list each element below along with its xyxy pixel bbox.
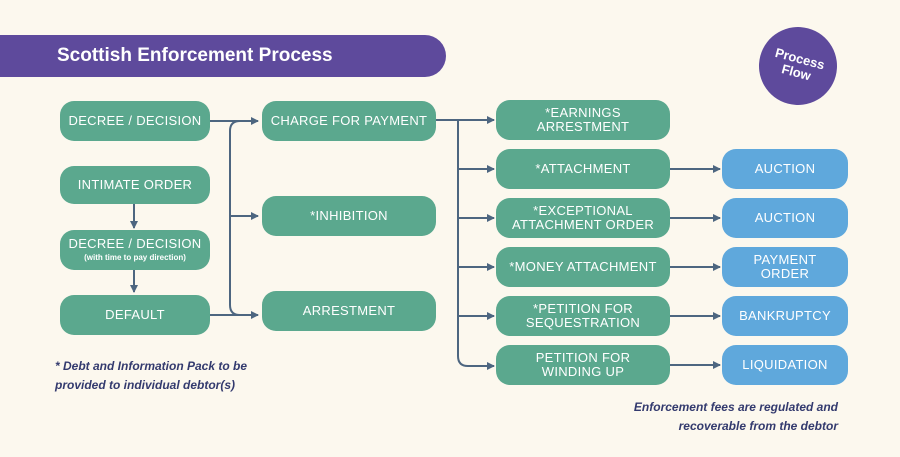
page-title: Scottish Enforcement Process [0, 35, 446, 77]
earnings-arrestment-box: *EARNINGS ARRESTMENT [496, 100, 670, 140]
fees-note-line-1: Enforcement fees are regulated and [633, 400, 838, 414]
charge-for-payment-box: CHARGE FOR PAYMENT [262, 101, 436, 141]
sequestration-line-2: SEQUESTRATION [525, 315, 641, 330]
attachment-box: *ATTACHMENT [496, 149, 670, 189]
decree-decision-time-label: DECREE / DECISION [68, 235, 202, 251]
bankruptcy-box: BANKRUPTCY [722, 296, 848, 336]
decree-decision-label: DECREE / DECISION [68, 112, 202, 128]
default-box: DEFAULT [60, 295, 210, 335]
decree-decision-time-box: DECREE / DECISION (with time to pay dire… [60, 230, 210, 270]
decree-decision-box: DECREE / DECISION [60, 101, 210, 141]
auction-box-2: AUCTION [722, 198, 848, 238]
auction-label-2: AUCTION [754, 209, 816, 225]
earnings-line-2: ARRESTMENT [536, 119, 630, 134]
money-attachment-label: *MONEY ATTACHMENT [509, 258, 657, 274]
fees-note-line-2: recoverable from the debtor [678, 419, 838, 434]
money-attachment-box: *MONEY ATTACHMENT [496, 247, 670, 287]
auction-label-1: AUCTION [754, 160, 816, 176]
payment-order-box: PAYMENT ORDER [722, 247, 848, 287]
winding-up-line-2: WINDING UP [541, 364, 625, 379]
liquidation-label: LIQUIDATION [742, 356, 828, 372]
arrestment-label: ARRESTMENT [302, 302, 396, 318]
debt-note-line-1: * Debt and Information Pack to be [55, 359, 248, 373]
payment-order-line-1: PAYMENT [753, 251, 817, 267]
exceptional-attachment-box: *EXCEPTIONAL ATTACHMENT ORDER [496, 198, 670, 238]
attachment-label: *ATTACHMENT [535, 160, 631, 176]
enforcement-fees-note: Enforcement fees are regulated and recov… [634, 398, 838, 436]
intimate-order-label: INTIMATE ORDER [77, 176, 193, 192]
payment-order-line-2: ORDER [760, 266, 810, 281]
winding-up-line-1: PETITION FOR [535, 349, 631, 365]
exceptional-line-2: ATTACHMENT ORDER [511, 217, 655, 232]
arrestment-box: ARRESTMENT [262, 291, 436, 331]
inhibition-box: *INHIBITION [262, 196, 436, 236]
time-to-pay-label: (with time to pay direction) [84, 253, 186, 263]
earnings-line-1: *EARNINGS [545, 104, 621, 120]
debt-info-note: * Debt and Information Pack to be provid… [55, 357, 247, 395]
liquidation-box: LIQUIDATION [722, 345, 848, 385]
debt-note-line-2: provided to individual debtor(s) [55, 378, 235, 393]
charge-label: CHARGE FOR PAYMENT [270, 112, 428, 128]
petition-sequestration-box: *PETITION FOR SEQUESTRATION [496, 296, 670, 336]
sequestration-line-1: *PETITION FOR [533, 300, 633, 316]
auction-box-1: AUCTION [722, 149, 848, 189]
bracket-middle [229, 120, 258, 316]
exceptional-line-1: *EXCEPTIONAL [533, 202, 633, 218]
trunk-right [457, 120, 495, 370]
title-text: Scottish Enforcement Process [57, 45, 333, 66]
intimate-order-box: INTIMATE ORDER [60, 166, 210, 204]
inhibition-label: *INHIBITION [310, 207, 388, 223]
default-label: DEFAULT [105, 306, 165, 322]
petition-winding-up-box: PETITION FOR WINDING UP [496, 345, 670, 385]
bankruptcy-label: BANKRUPTCY [739, 307, 831, 323]
